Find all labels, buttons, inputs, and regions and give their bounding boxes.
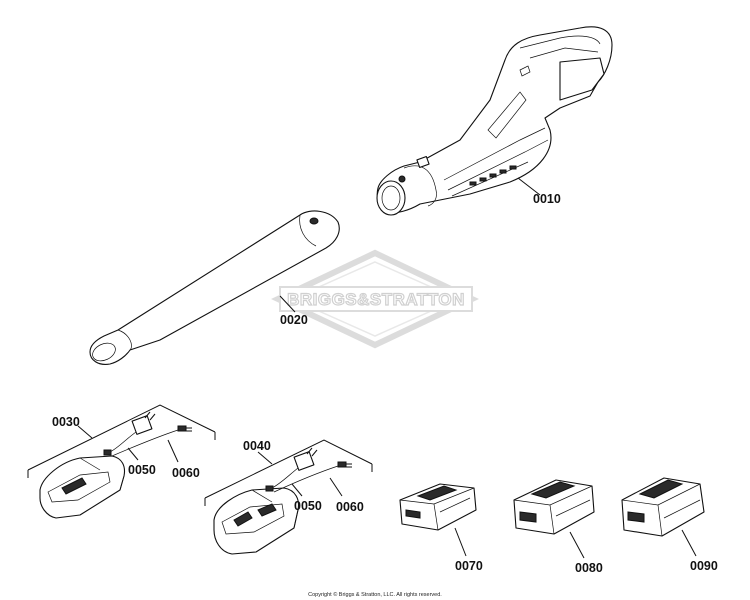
dual-charger[interactable] <box>213 487 300 555</box>
battery-0090[interactable] <box>621 477 705 537</box>
callout-0080: 0080 <box>575 561 603 575</box>
watermark-text: BRIGGS&STRATTON <box>287 290 465 309</box>
battery-0080[interactable] <box>513 479 595 535</box>
callout-0020: 0020 <box>280 313 308 327</box>
blower-tube[interactable] <box>89 210 340 365</box>
kit-0040-bracket <box>204 439 373 506</box>
callout-0040: 0040 <box>243 439 271 453</box>
single-charger[interactable] <box>39 455 126 519</box>
power-adapter-0050-b[interactable] <box>265 447 318 492</box>
callout-0060-a: 0060 <box>172 466 200 480</box>
vent-slots <box>469 165 517 186</box>
callout-0030: 0030 <box>52 415 80 429</box>
charging-cable-0060-b[interactable] <box>273 461 352 493</box>
callout-0060-b: 0060 <box>336 500 364 514</box>
callout-0050-a: 0050 <box>128 463 156 477</box>
blower-body[interactable] <box>376 26 613 216</box>
battery-0070[interactable] <box>399 483 477 531</box>
callout-0010: 0010 <box>533 192 561 206</box>
copyright-notice: Copyright © Briggs & Stratton, LLC. All … <box>308 591 442 598</box>
charging-cable-0060-a[interactable] <box>111 425 192 457</box>
watermark-logo: BRIGGS&STRATTON <box>270 249 480 349</box>
callout-0090: 0090 <box>690 559 718 573</box>
kit-0030-bracket <box>27 404 216 478</box>
callout-0070: 0070 <box>455 559 483 573</box>
callout-0050-b: 0050 <box>294 499 322 513</box>
power-adapter-0050-a[interactable] <box>103 411 156 456</box>
